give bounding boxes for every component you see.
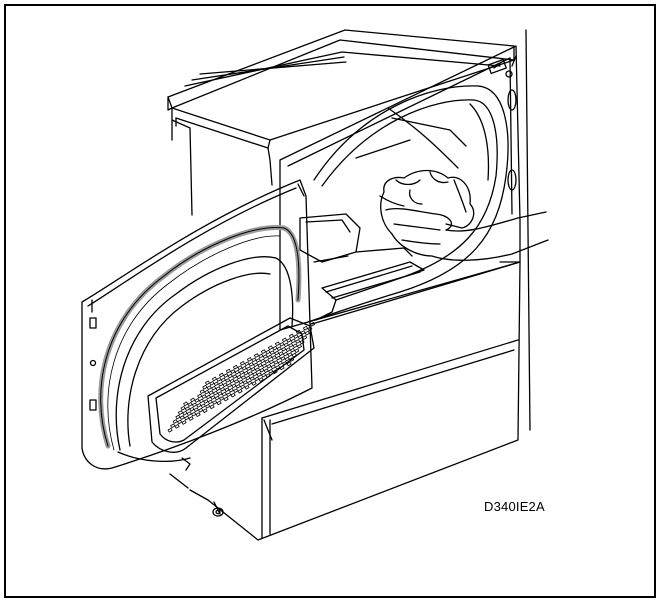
lint-filter-housing (299, 213, 425, 321)
door-inner-bowl (115, 256, 294, 462)
dryer-door (81, 179, 313, 470)
figure-frame (4, 4, 656, 598)
cabinet-lower (169, 261, 521, 541)
filter-pull-tab (181, 457, 191, 471)
cabinet-left-side (171, 107, 273, 216)
cabinet-top (167, 29, 515, 149)
lint-filter-holes (167, 322, 315, 433)
drum-opening (307, 85, 509, 323)
cabinet-front (279, 45, 521, 331)
cabinet-right-edge (525, 29, 531, 431)
lint-filter-screen (147, 317, 315, 453)
hand-with-cloth (379, 169, 549, 261)
door-gasket (98, 224, 302, 451)
figure-code: D340IE2A (484, 499, 545, 514)
